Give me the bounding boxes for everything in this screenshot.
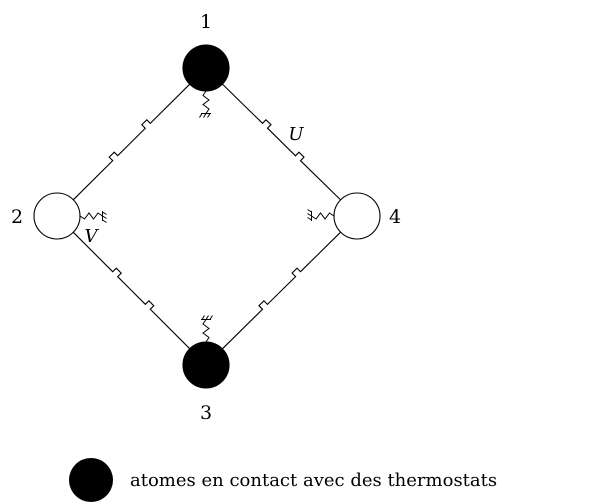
labels-layer: 1 2 3 4 U V	[11, 11, 401, 424]
thermostat-coupling-1	[202, 90, 210, 114]
legend-filled-node-icon	[69, 458, 113, 502]
annotation-U: U	[288, 124, 304, 145]
thermostat-ground-1	[199, 113, 211, 118]
node-label-3: 3	[200, 402, 212, 424]
atom-3	[182, 341, 230, 389]
atom-1	[182, 44, 230, 92]
legend: atomes en contact avec des thermostats	[69, 458, 497, 502]
atom-4	[333, 192, 381, 240]
bond-3-4	[222, 231, 341, 350]
thermostat-coupling-4	[311, 212, 335, 220]
edges-layer	[72, 83, 341, 350]
couplings-layer	[79, 90, 335, 343]
thermostat-ground-4	[307, 209, 312, 221]
bond-1-2	[72, 83, 191, 201]
thermostat-ground-2	[102, 211, 107, 223]
node-label-2: 2	[11, 206, 23, 228]
thermostat-coupling-3	[202, 319, 210, 343]
node-label-4: 4	[389, 206, 401, 228]
thermostat-ground-3	[201, 315, 213, 320]
annotation-V: V	[85, 226, 100, 247]
node-label-1: 1	[200, 11, 212, 33]
legend-text: atomes en contact avec des thermostats	[130, 470, 497, 491]
nodes-layer	[33, 44, 381, 389]
bond-1-4	[222, 83, 341, 201]
atom-2	[33, 192, 81, 240]
thermostat-coupling-2	[79, 212, 103, 220]
bond-2-3	[72, 231, 191, 350]
